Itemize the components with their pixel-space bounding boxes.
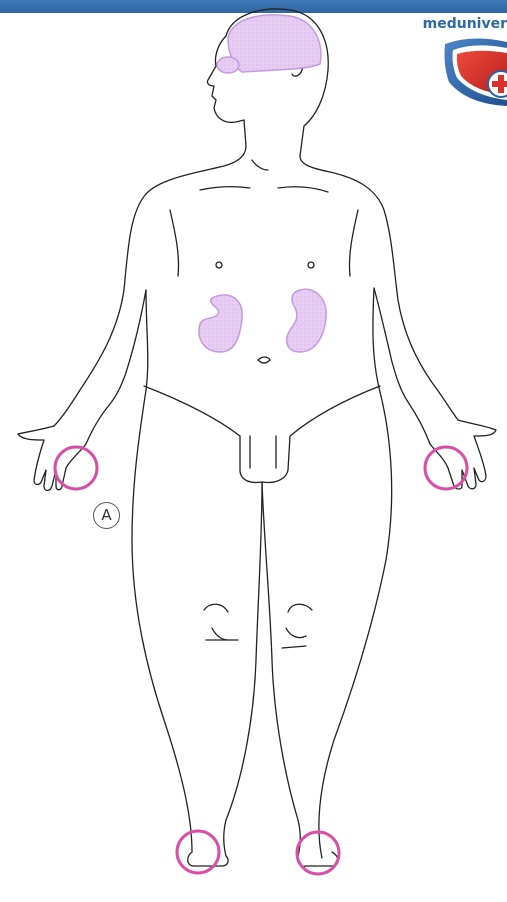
body-outline xyxy=(18,9,496,866)
highlighted-organs xyxy=(199,15,326,352)
brain-region xyxy=(228,15,321,72)
right-wrist-marker xyxy=(425,447,467,489)
right-kidney xyxy=(287,289,326,352)
left-wrist-marker xyxy=(55,447,97,489)
panel-label: A xyxy=(93,502,120,529)
left-ankle-marker xyxy=(177,831,219,873)
left-kidney xyxy=(199,295,242,352)
eye-region xyxy=(217,57,239,73)
